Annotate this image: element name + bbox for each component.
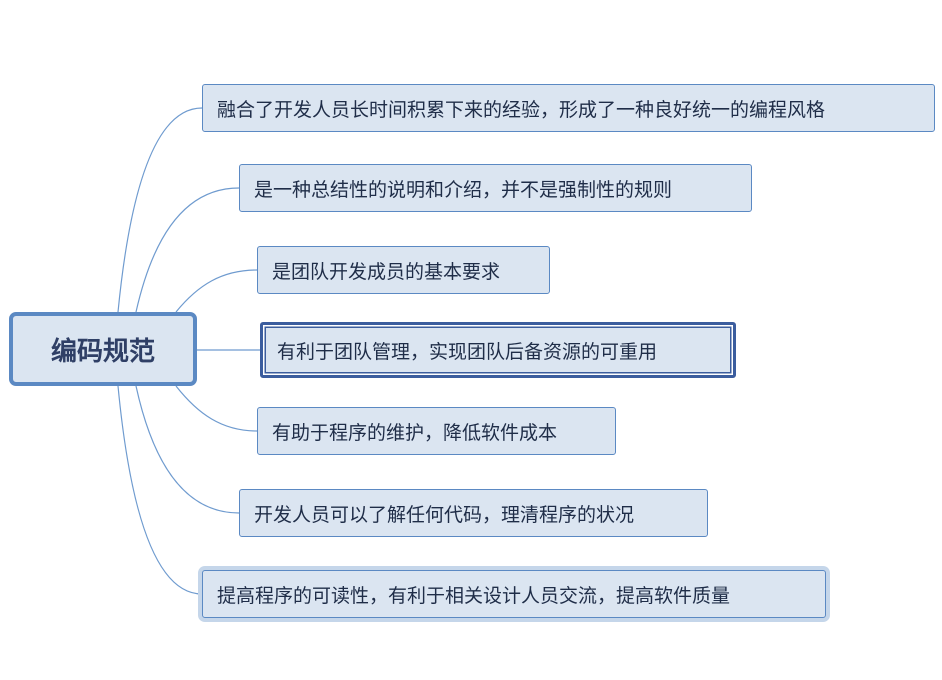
branch-topic-label: 提高程序的可读性，有利于相关设计人员交流，提高软件质量 xyxy=(217,584,731,607)
branch-topic-7[interactable]: 提高程序的可读性，有利于相关设计人员交流，提高软件质量 xyxy=(202,570,826,618)
branch-topic-4[interactable]: 有利于团队管理，实现团队后备资源的可重用 xyxy=(260,322,736,378)
branch-topic-label: 有利于团队管理，实现团队后备资源的可重用 xyxy=(277,340,658,363)
connector-5 xyxy=(175,385,258,432)
branch-topic-label: 开发人员可以了解任何代码，理清程序的状况 xyxy=(254,503,635,526)
connector-7 xyxy=(117,385,203,595)
branch-topic-label: 融合了开发人员长时间积累下来的经验，形成了一种良好统一的编程风格 xyxy=(217,98,826,121)
connector-1 xyxy=(117,107,203,313)
branch-topic-label: 有助于程序的维护，降低软件成本 xyxy=(272,421,558,444)
branch-topic-6[interactable]: 开发人员可以了解任何代码，理清程序的状况 xyxy=(239,489,708,537)
connector-3 xyxy=(175,269,258,313)
branch-topic-3[interactable]: 是团队开发成员的基本要求 xyxy=(257,246,550,294)
root-topic-label: 编码规范 xyxy=(50,336,155,367)
root-topic[interactable]: 编码规范 xyxy=(9,312,197,386)
branch-topic-label: 是团队开发成员的基本要求 xyxy=(272,260,501,283)
branch-topic-2[interactable]: 是一种总结性的说明和介绍，并不是强制性的规则 xyxy=(239,164,752,212)
branch-topic-label: 是一种总结性的说明和介绍，并不是强制性的规则 xyxy=(254,178,673,201)
connector-6 xyxy=(135,385,240,514)
connector-2 xyxy=(135,187,240,313)
branch-topic-5[interactable]: 有助于程序的维护，降低软件成本 xyxy=(257,407,616,455)
branch-topic-1[interactable]: 融合了开发人员长时间积累下来的经验，形成了一种良好统一的编程风格 xyxy=(202,84,935,132)
